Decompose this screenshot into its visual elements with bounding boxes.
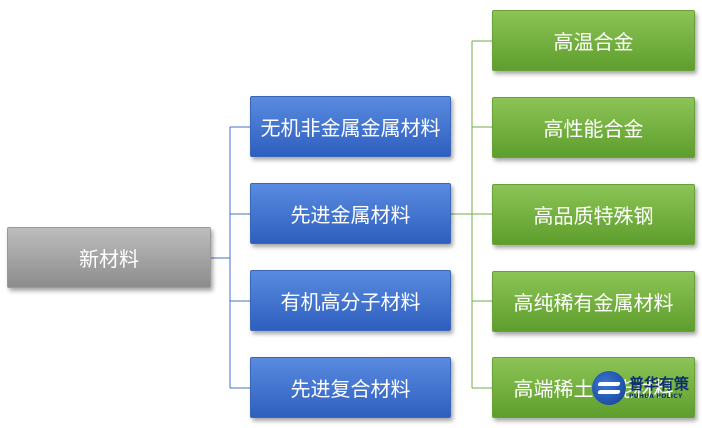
watermark-name-cn: 普华有策 <box>629 374 690 393</box>
puhua-logo-icon <box>592 371 626 405</box>
category-node-label: 有机高分子材料 <box>280 290 421 314</box>
category-node-organic-polymer: 有机高分子材料 <box>250 270 451 331</box>
root-node: 新材料 <box>7 227 211 288</box>
subcategory-node-label: 高温合金 <box>553 30 634 54</box>
subcategory-node-superalloy: 高温合金 <box>492 10 695 71</box>
subcategory-node-rare-metal: 高纯稀有金属材料 <box>492 271 695 332</box>
connector-root-trunk <box>211 127 231 388</box>
connector-cat-trunk <box>451 41 473 388</box>
category-node-composite: 先进复合材料 <box>250 357 451 418</box>
subcategory-node-label: 高品质特殊钢 <box>533 204 654 228</box>
subcategory-node-label: 高纯稀有金属材料 <box>513 291 674 315</box>
category-node-label: 先进复合材料 <box>290 377 411 401</box>
subcategory-node-high-performance-alloy: 高性能合金 <box>492 97 695 158</box>
watermark-name-en: PUHUA POLICY <box>629 392 683 400</box>
subcategory-node-label: 高性能合金 <box>543 117 644 141</box>
subcategory-node-special-steel: 高品质特殊钢 <box>492 184 695 245</box>
category-node-label: 先进金属材料 <box>290 203 411 227</box>
watermark-text: 普华有策 PUHUA POLICY <box>629 374 690 400</box>
category-node-advanced-metal: 先进金属材料 <box>250 183 451 244</box>
watermark: 普华有策 PUHUA POLICY <box>592 370 692 406</box>
category-node-inorganic: 无机非金属金属材料 <box>250 96 451 157</box>
category-node-label: 无机非金属金属材料 <box>260 116 441 140</box>
root-node-label: 新材料 <box>79 247 139 271</box>
